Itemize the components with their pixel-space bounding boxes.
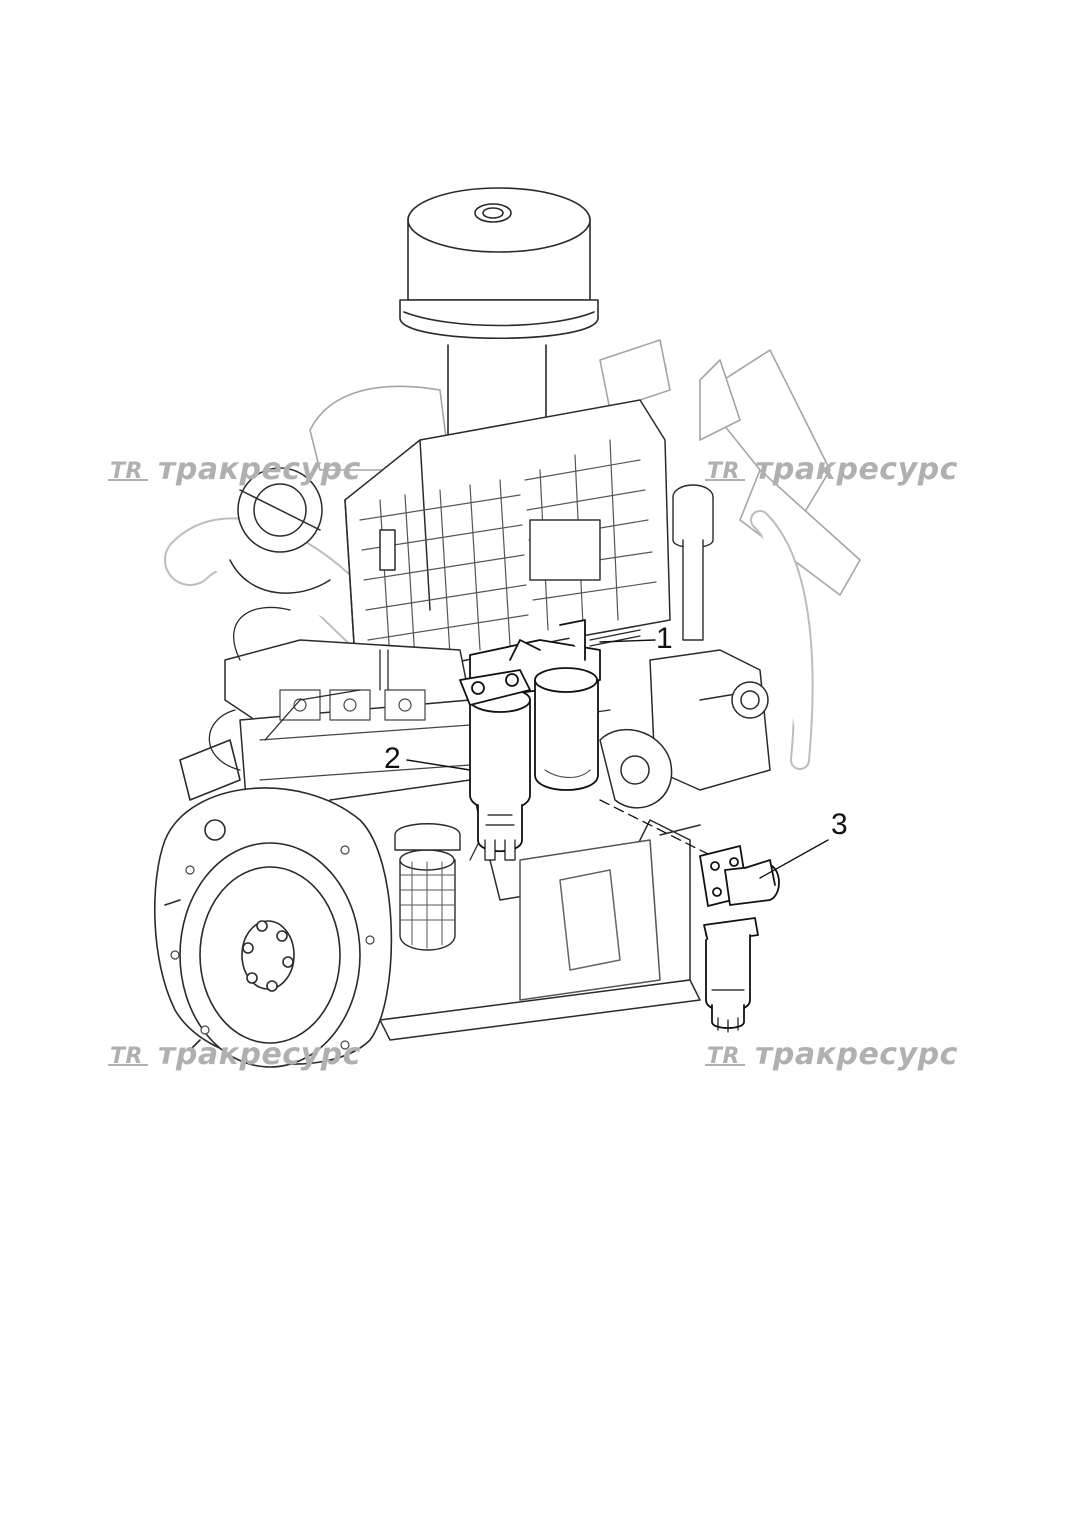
intake-manifold: [344, 399, 671, 671]
callout-1: 1: [656, 622, 673, 655]
watermark-logo-icon: TR: [108, 1040, 152, 1069]
watermark-logo-icon: TR: [705, 1040, 749, 1069]
svg-text:TR: TR: [707, 1044, 740, 1067]
assembly-dash-line: [599, 799, 721, 861]
turbocharger: [229, 467, 331, 594]
callout-3: 3: [831, 808, 848, 841]
callout-2: 2: [384, 742, 401, 775]
watermark-logo-icon: TR: [705, 455, 749, 484]
svg-text:TR: TR: [110, 459, 143, 482]
oil-filler-cap: [672, 484, 714, 641]
svg-text:TR: TR: [707, 459, 740, 482]
callout-leader-lines: [406, 639, 829, 879]
flywheel-housing: [153, 739, 393, 1068]
watermark-logo-icon: TR: [108, 455, 152, 484]
oil-filter: [394, 823, 461, 951]
fuel-filter-assembly: [459, 619, 601, 861]
svg-text:TR: TR: [110, 1044, 143, 1067]
fuel-injection-pump: [599, 649, 771, 836]
